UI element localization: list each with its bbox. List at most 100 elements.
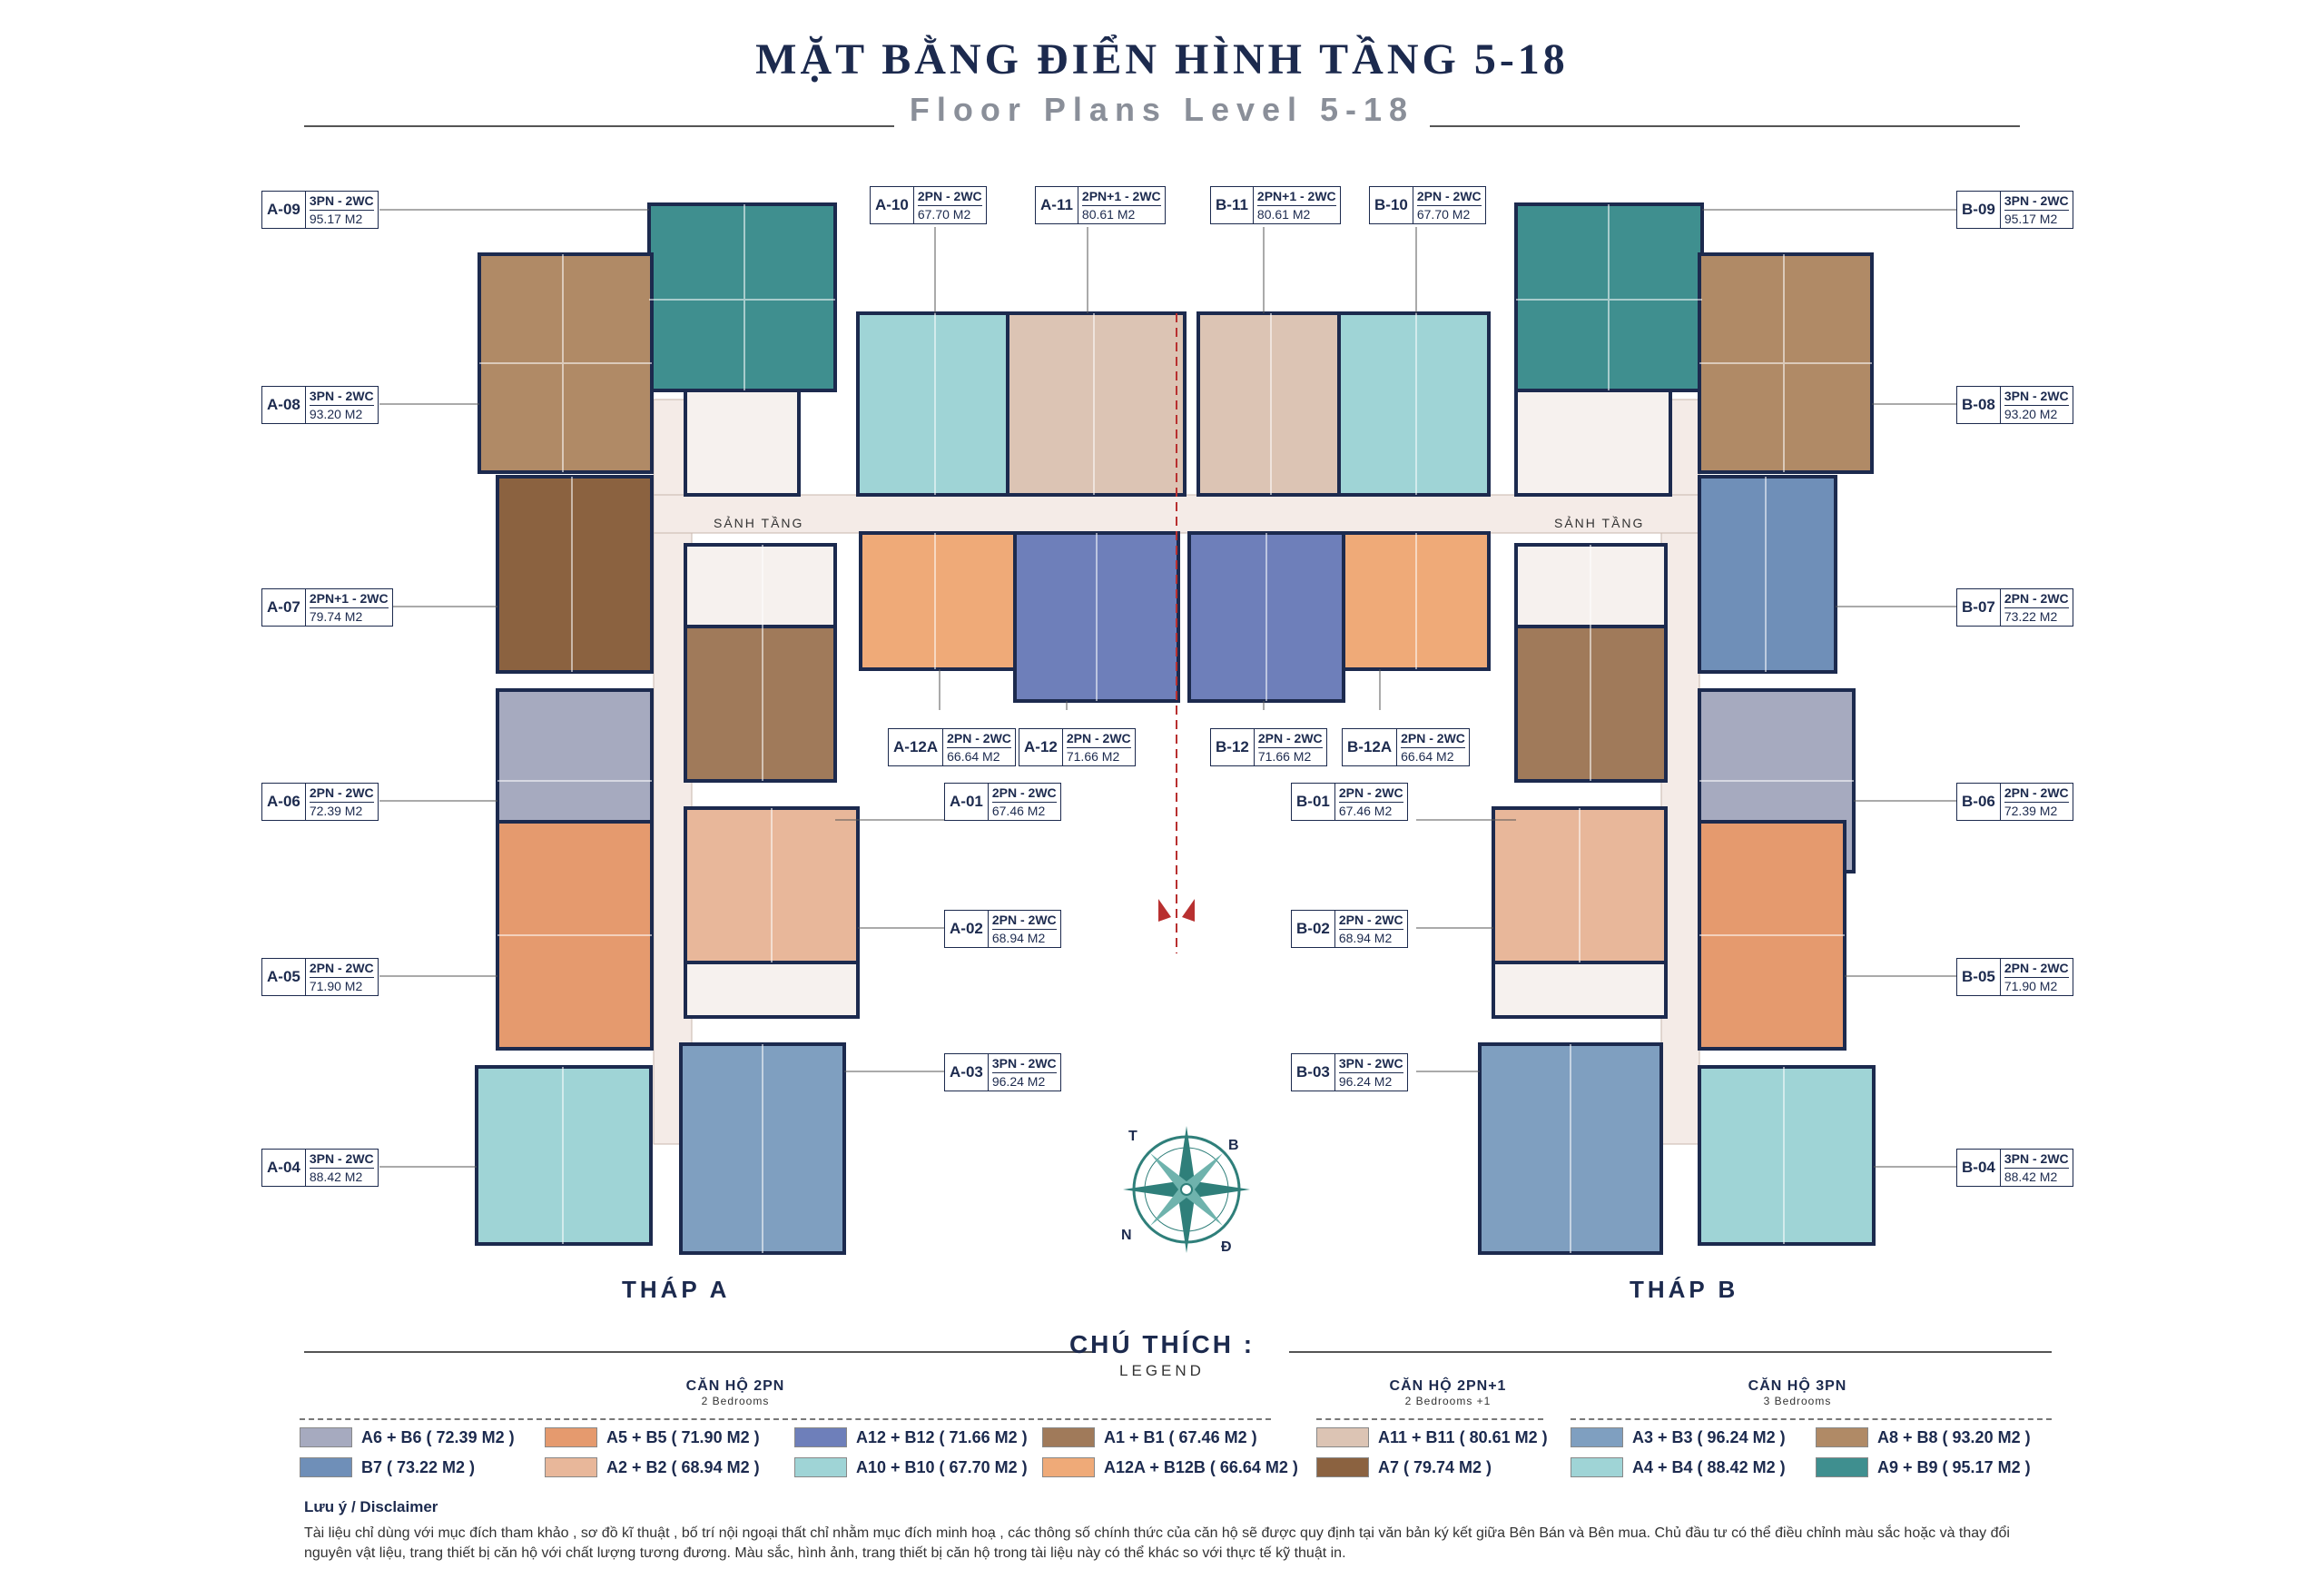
legend-item: A12 + B12 ( 71.66 M2 ) — [794, 1426, 1028, 1449]
legend-swatch — [1316, 1457, 1369, 1477]
unit-area: 66.64 M2 — [947, 748, 1000, 764]
unit-area: 93.20 M2 — [2004, 406, 2058, 421]
legend-item: A8 + B8 ( 93.20 M2 ) — [1816, 1426, 2031, 1449]
unit-area: 67.70 M2 — [1416, 206, 1471, 222]
unit-code: B-12 — [1211, 729, 1255, 765]
unit-rooms: 3PN - 2WC — [309, 1150, 374, 1169]
floor-plan — [379, 202, 1956, 1255]
unit-code: B-08 — [1957, 387, 2001, 423]
legend-swatch — [545, 1457, 597, 1477]
lobby-label-b: SẢNH TẦNG — [1554, 516, 1645, 530]
legend-swatch — [794, 1457, 847, 1477]
unit-b07 — [1698, 475, 1837, 674]
unit-code: B-03 — [1292, 1054, 1335, 1091]
unit-code: A-07 — [262, 589, 306, 626]
compass-label-n: N — [1121, 1228, 1132, 1243]
unit-code: B-11 — [1211, 187, 1254, 223]
unit-area: 71.66 M2 — [1066, 748, 1120, 764]
unit-rooms: 3PN - 2WC — [2004, 388, 2069, 406]
unit-rooms: 2PN - 2WC — [309, 785, 374, 803]
unit-code: A-10 — [871, 187, 914, 223]
unit-rooms: 3PN - 2WC — [2004, 192, 2069, 211]
core-b-top — [1514, 389, 1672, 497]
section-marker — [1158, 899, 1195, 922]
unit-rooms: 2PN - 2WC — [2004, 785, 2069, 803]
unit-area: 67.70 M2 — [917, 206, 971, 222]
legend-label: A1 + B1 ( 67.46 M2 ) — [1104, 1427, 1257, 1446]
legend-title: CHÚ THÍCH : — [1068, 1330, 1256, 1358]
unit-code: B-04 — [1957, 1150, 2001, 1186]
legend-label: A6 + B6 ( 72.39 M2 ) — [361, 1427, 515, 1446]
unit-b04 — [1698, 1065, 1876, 1246]
unit-area: 95.17 M2 — [309, 211, 363, 226]
core-a-bottom — [684, 961, 860, 1019]
unit-code: A-02 — [945, 911, 989, 947]
legend-dash-3pn — [1571, 1418, 2052, 1420]
unit-rooms: 2PN+1 - 2WC — [309, 590, 389, 608]
core-a-top — [684, 389, 801, 497]
unit-area: 71.90 M2 — [2004, 978, 2058, 993]
unit-area: 71.90 M2 — [309, 978, 363, 993]
disclaimer-text: Tài liệu chỉ dùng với mục đích tham khảo… — [304, 1525, 2010, 1561]
unit-area: 95.17 M2 — [2004, 211, 2058, 226]
unit-code: B-09 — [1957, 192, 2001, 228]
unit-rooms: 3PN - 2WC — [309, 192, 374, 211]
legend-dash-2pn1 — [1316, 1418, 1543, 1420]
unit-b11 — [1196, 311, 1341, 497]
unit-code: B-07 — [1957, 589, 2001, 626]
unit-area: 88.42 M2 — [2004, 1169, 2058, 1184]
legend-item: A5 + B5 ( 71.90 M2 ) — [545, 1426, 760, 1449]
legend-label: A10 + B10 ( 67.70 M2 ) — [856, 1457, 1028, 1476]
unit-area: 71.66 M2 — [1257, 748, 1312, 764]
unit-b10 — [1337, 311, 1491, 497]
legend-swatch — [1316, 1427, 1369, 1447]
unit-rooms: 2PN+1 - 2WC — [1256, 188, 1336, 206]
unit-rooms: 2PN - 2WC — [309, 960, 374, 978]
legend-label: A12A + B12B ( 66.64 M2 ) — [1104, 1457, 1298, 1476]
unit-code: B-02 — [1292, 911, 1335, 947]
legend-item: A4 + B4 ( 88.42 M2 ) — [1571, 1456, 1786, 1479]
unit-a09 — [647, 202, 837, 392]
legend-item: A6 + B6 ( 72.39 M2 ) — [300, 1426, 515, 1449]
unit-area: 93.20 M2 — [309, 406, 363, 421]
unit-rooms: 2PN - 2WC — [947, 730, 1011, 748]
legend-swatch — [545, 1427, 597, 1447]
unit-area: 88.42 M2 — [309, 1169, 363, 1184]
unit-area: 68.94 M2 — [991, 930, 1046, 945]
unit-code: A-01 — [945, 784, 989, 820]
legend-subtitle: LEGEND — [1119, 1362, 1205, 1379]
unit-a07 — [496, 475, 654, 674]
unit-rooms: 2PN - 2WC — [1401, 730, 1465, 748]
legend-item: A12A + B12B ( 66.64 M2 ) — [1042, 1456, 1298, 1479]
legend-item: A11 + B11 ( 80.61 M2 ) — [1316, 1426, 1548, 1449]
legend-swatch — [300, 1427, 352, 1447]
legend-rule-right — [1289, 1351, 2052, 1353]
unit-code: A-04 — [262, 1150, 306, 1186]
legend-swatch — [1571, 1427, 1623, 1447]
unit-rooms: 3PN - 2WC — [309, 388, 374, 406]
unit-rooms: 3PN - 2WC — [1338, 1055, 1403, 1073]
unit-code: A-12A — [889, 729, 944, 765]
legend-group-2pn1: CĂN HỘ 2PN+1 2 Bedrooms +1 — [1389, 1378, 1507, 1407]
unit-area: 79.74 M2 — [309, 608, 363, 624]
compass-label-b: B — [1228, 1138, 1239, 1153]
legend-swatch — [1571, 1457, 1623, 1477]
unit-rooms: 2PN - 2WC — [1257, 730, 1323, 748]
legend-label: A5 + B5 ( 71.90 M2 ) — [606, 1427, 760, 1446]
legend-item: B7 ( 73.22 M2 ) — [300, 1456, 475, 1479]
core-a-mid — [684, 543, 837, 628]
page-title: MẶT BẰNG ĐIỂN HÌNH TẦNG 5-18 — [755, 35, 1569, 84]
lobby-label-a: SẢNH TẦNG — [714, 516, 804, 530]
